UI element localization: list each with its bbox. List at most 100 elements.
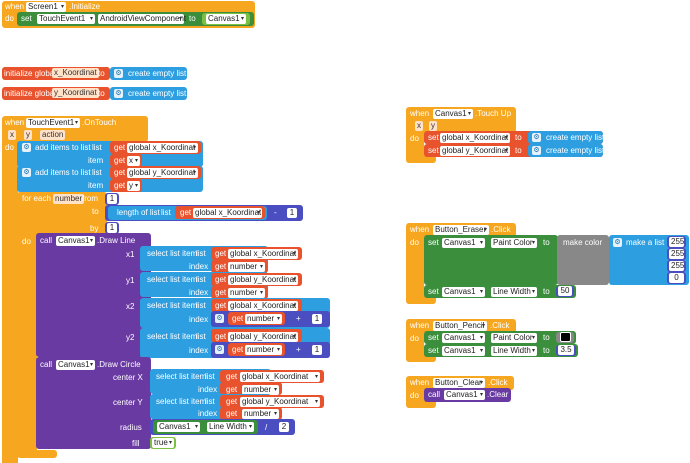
- number-dropdown[interactable]: number: [228, 262, 265, 272]
- create-empty-list-block[interactable]: [528, 131, 603, 144]
- param-x[interactable]: x: [8, 130, 16, 140]
- global-x-dropdown[interactable]: global x_Koordinat: [127, 143, 198, 153]
- gear-icon[interactable]: ⚙: [532, 146, 541, 155]
- gear-icon[interactable]: ⚙: [613, 238, 622, 247]
- line-width-dropdown[interactable]: Line Width: [491, 287, 537, 297]
- init-global-label: initialize global: [4, 89, 57, 98]
- button-clear-dropdown[interactable]: Button_Clear: [433, 378, 485, 388]
- global-y-dropdown[interactable]: global y_Koordinat: [440, 146, 510, 156]
- global-x-dropdown[interactable]: global x_Koordinat: [440, 133, 510, 143]
- to-label: to: [98, 69, 105, 78]
- number-dropdown[interactable]: number: [242, 385, 279, 395]
- for-each-label: for each: [22, 194, 51, 203]
- true-dropdown[interactable]: true: [152, 438, 174, 448]
- add-items-label: add items to list: [35, 143, 91, 152]
- gear-icon[interactable]: ⚙: [114, 69, 123, 78]
- global-x-dropdown[interactable]: global x_Koordinat: [228, 301, 298, 311]
- global-y-dropdown[interactable]: global y_Koordinat: [127, 168, 198, 178]
- create-empty-list-block[interactable]: [110, 87, 187, 100]
- global-y-dropdown[interactable]: global y_Koordinat: [228, 275, 298, 285]
- rgb-blue-field[interactable]: 255: [669, 261, 685, 271]
- line-width-dropdown[interactable]: Line Width: [207, 422, 254, 432]
- paint-color-dropdown[interactable]: Paint Color: [491, 238, 537, 248]
- select-list-item-label: select list item: [156, 397, 207, 406]
- button-eraser-dropdown[interactable]: Button_Eraser: [433, 225, 489, 235]
- gear-icon[interactable]: ⚙: [215, 345, 224, 354]
- param-action[interactable]: action: [40, 130, 66, 140]
- number-dropdown[interactable]: number: [245, 314, 282, 324]
- from-number-field[interactable]: 1: [107, 194, 117, 204]
- black-color-swatch[interactable]: [560, 332, 571, 342]
- android-view-component-dropdown[interactable]: AndroidViewComponent: [98, 14, 186, 24]
- canvas1-dropdown[interactable]: Canvas1: [442, 287, 485, 297]
- canvas1-dropdown[interactable]: Canvas1: [442, 333, 485, 343]
- gear-icon[interactable]: ⚙: [532, 133, 541, 142]
- get-label: get: [215, 249, 227, 258]
- global-y-dropdown[interactable]: global y_Koordinat: [240, 397, 320, 407]
- list-label: list: [196, 249, 206, 258]
- center-x-label: center X: [113, 373, 143, 382]
- canvas1-dropdown[interactable]: Canvas1: [157, 422, 200, 432]
- touchevent1-dropdown[interactable]: TouchEvent1: [26, 118, 80, 128]
- draw-circle-block[interactable]: [36, 357, 151, 449]
- rgb-red-field[interactable]: 255: [669, 237, 685, 247]
- x-param-dropdown[interactable]: x: [127, 156, 140, 166]
- create-empty-list-block[interactable]: [528, 144, 603, 157]
- line-width-dropdown[interactable]: Line Width: [491, 346, 537, 356]
- by-label: by: [90, 224, 99, 233]
- width-number-field[interactable]: 50: [558, 286, 572, 296]
- gear-icon[interactable]: ⚙: [215, 314, 224, 323]
- touchevent1-component-dropdown[interactable]: TouchEvent1: [37, 14, 95, 24]
- gear-icon[interactable]: ⚙: [114, 89, 123, 98]
- global-x-dropdown[interactable]: global x_Koordinat: [193, 208, 262, 218]
- rgb-green-field[interactable]: 255: [669, 249, 685, 259]
- global-x-dropdown[interactable]: global x_Koordinat: [228, 249, 298, 259]
- global-x-name-field[interactable]: x_Koordinat: [52, 68, 99, 78]
- by-number-field[interactable]: 1: [107, 223, 117, 233]
- paint-color-dropdown[interactable]: Paint Color: [491, 333, 537, 343]
- touchup-do-spine: [406, 131, 424, 157]
- number-dropdown[interactable]: number: [245, 345, 282, 355]
- param-y[interactable]: y: [429, 121, 437, 131]
- param-x[interactable]: x: [415, 121, 423, 131]
- canvas1-dropdown[interactable]: Canvas1: [444, 390, 485, 400]
- set-label: set: [428, 346, 439, 355]
- canvas1-dropdown[interactable]: Canvas1: [433, 109, 473, 119]
- canvas1-dropdown[interactable]: Canvas1: [442, 346, 485, 356]
- param-y[interactable]: y: [24, 130, 32, 140]
- canvas1-dropdown[interactable]: Canvas1: [442, 238, 485, 248]
- touch-up-event-label: .Touch Up: [475, 109, 512, 118]
- width-number-field[interactable]: 3.5: [558, 345, 574, 355]
- divide-number-field[interactable]: 2: [279, 422, 289, 432]
- number-dropdown[interactable]: number: [228, 288, 265, 298]
- screen1-component-dropdown[interactable]: Screen1: [26, 2, 66, 12]
- canvas1-dropdown[interactable]: Canvas1: [56, 236, 95, 246]
- gear-icon[interactable]: ⚙: [22, 143, 31, 152]
- number-dropdown[interactable]: number: [242, 409, 279, 419]
- global-y-dropdown[interactable]: global y_Koordinat: [228, 332, 298, 342]
- add-number-field[interactable]: 1: [312, 314, 322, 324]
- to-label: to: [189, 14, 196, 23]
- clear-do-spine: [406, 388, 424, 402]
- rgb-alpha-field[interactable]: 0: [669, 273, 684, 283]
- x2-label: x2: [126, 302, 135, 311]
- make-color-block[interactable]: [557, 235, 609, 285]
- get-label: get: [215, 288, 227, 297]
- do-label: do: [22, 237, 31, 246]
- when-label: when: [410, 225, 430, 234]
- fill-label: fill: [132, 439, 140, 448]
- global-y-name-field[interactable]: y_Koordinat: [52, 88, 99, 98]
- loop-var-field[interactable]: number: [53, 194, 85, 204]
- button-pencil-dropdown[interactable]: Button_Pencil: [433, 321, 487, 331]
- y-param-dropdown[interactable]: y: [127, 181, 140, 191]
- create-empty-list-block[interactable]: [110, 67, 187, 80]
- minus-number-field[interactable]: 1: [287, 208, 297, 218]
- eraser-footer: [406, 296, 436, 304]
- draw-line-block[interactable]: [36, 233, 151, 357]
- when-label: when: [410, 321, 430, 330]
- global-x-dropdown[interactable]: global x_Koordinat: [240, 372, 320, 382]
- canvas1-dropdown[interactable]: Canvas1: [56, 360, 95, 370]
- canvas1-value-dropdown[interactable]: Canvas1: [206, 14, 246, 24]
- gear-icon[interactable]: ⚙: [22, 168, 31, 177]
- add-number-field[interactable]: 1: [312, 345, 322, 355]
